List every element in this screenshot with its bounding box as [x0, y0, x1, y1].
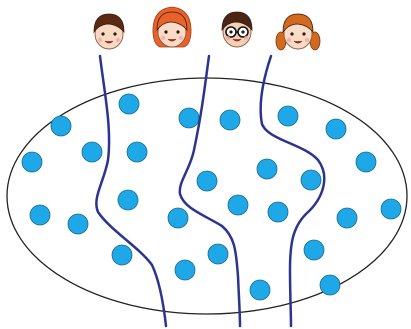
- dot-11: [220, 110, 240, 130]
- dot-27: [320, 275, 340, 295]
- dot-23: [381, 199, 401, 219]
- dot-13: [168, 208, 188, 228]
- dot-26: [250, 280, 270, 300]
- dot-16: [278, 106, 298, 126]
- dot-20: [356, 152, 376, 172]
- dot-2: [51, 116, 71, 136]
- dot-10: [179, 108, 199, 128]
- dot-5: [127, 142, 147, 162]
- dot-15: [208, 244, 228, 264]
- dot-8: [118, 190, 138, 210]
- dot-4: [82, 142, 102, 162]
- boy-face-icon: [94, 14, 124, 49]
- set-ellipse: [7, 78, 407, 314]
- dot-3: [22, 152, 42, 172]
- dot-21: [268, 202, 288, 222]
- dot-18: [257, 159, 277, 179]
- girl-pigtails-face-icon: [276, 14, 320, 50]
- dot-22: [337, 208, 357, 228]
- dot-1: [119, 94, 139, 114]
- girl-redhead-face-icon: [153, 7, 191, 47]
- dot-14: [228, 195, 248, 215]
- boy-glasses-face-icon: [222, 12, 252, 47]
- dot-9: [112, 245, 132, 265]
- dot-25: [175, 260, 195, 280]
- dot-12: [197, 171, 217, 191]
- dot-7: [68, 214, 88, 234]
- faces-group: [94, 7, 320, 50]
- dot-6: [30, 205, 50, 225]
- dot-24: [304, 240, 324, 260]
- dot-19: [301, 170, 321, 190]
- dot-17: [326, 119, 346, 139]
